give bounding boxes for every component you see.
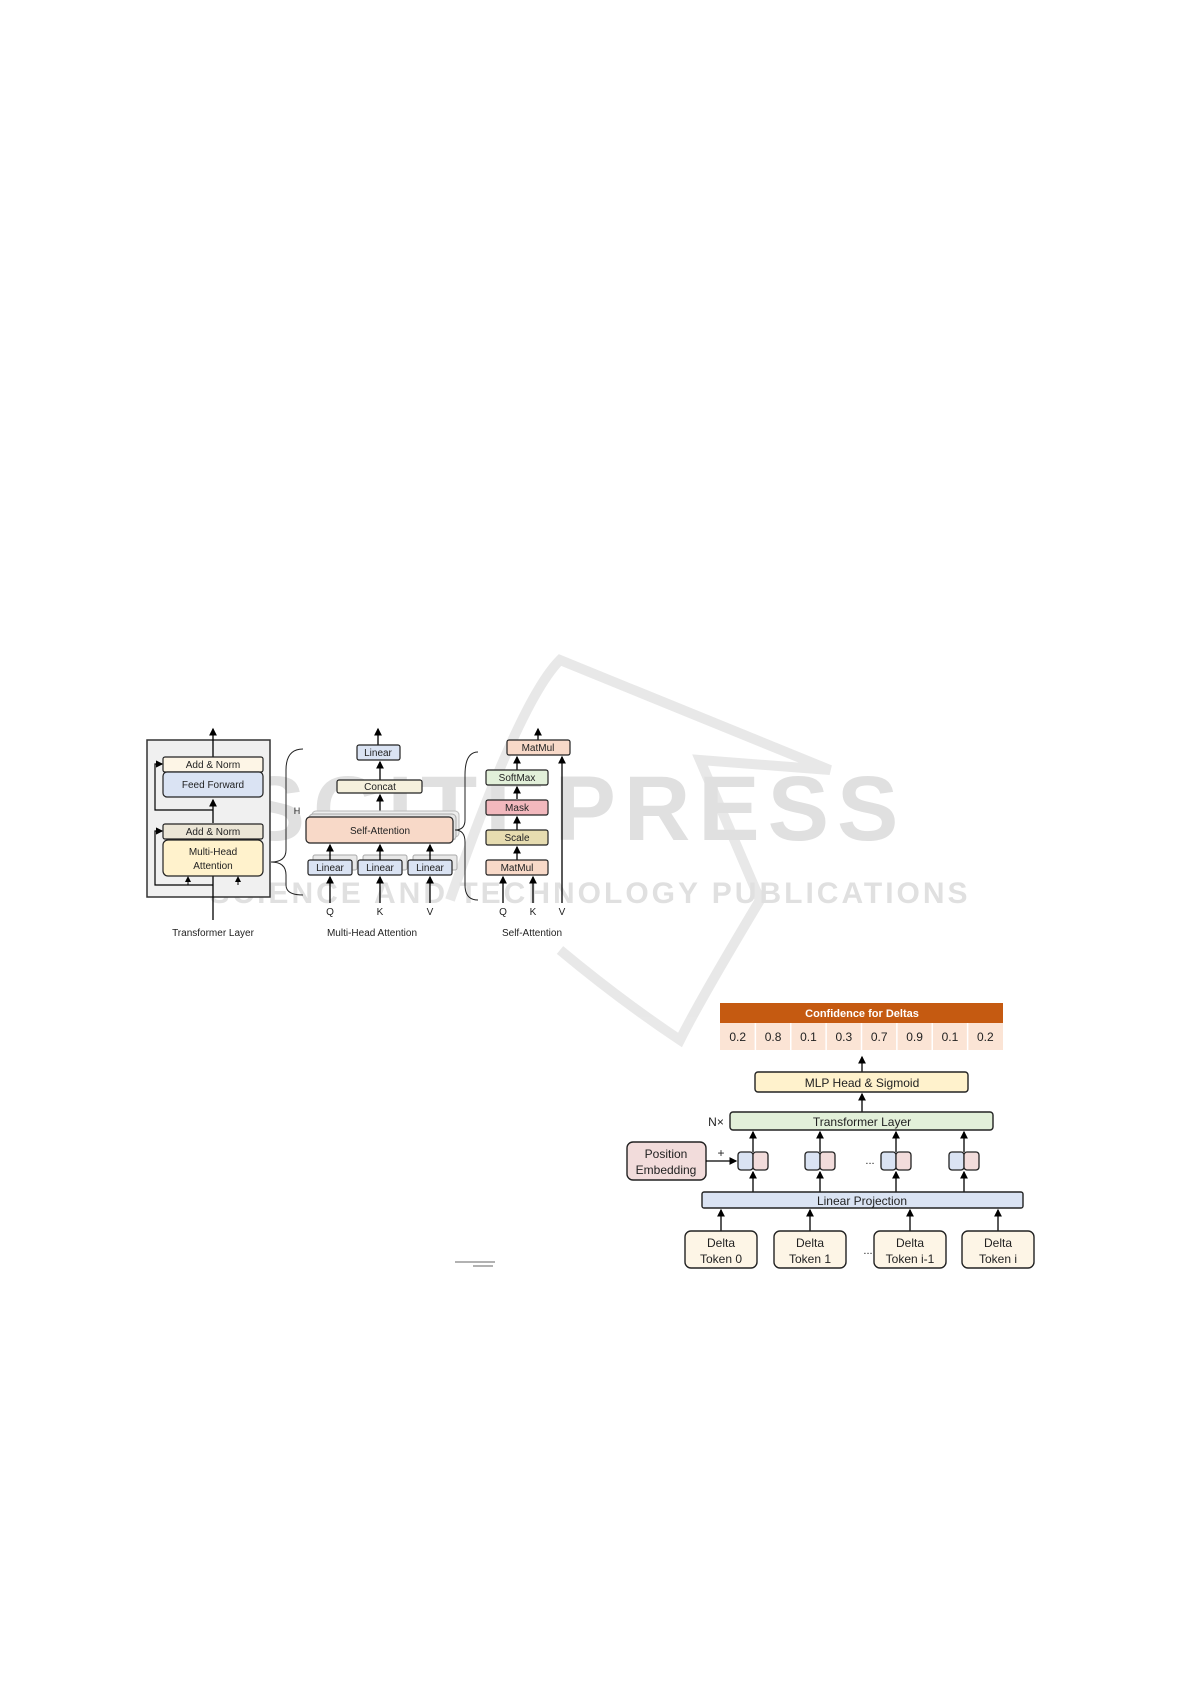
confidence-values: 0.2 0.8 0.1 0.3 0.7 0.9 0.1 0.2 — [729, 1023, 994, 1050]
token-embedding — [737, 1151, 754, 1171]
position-embedding-2: Embedding — [636, 1163, 697, 1177]
confidence-value: 0.3 — [835, 1030, 852, 1044]
mha-linear-k: Linear — [366, 863, 394, 874]
delta-token-line1: Delta — [796, 1236, 824, 1250]
sa-matmul-top: MatMul — [522, 743, 555, 754]
mha-input-q: Q — [326, 907, 334, 918]
confidence-header-bg — [720, 1003, 1003, 1023]
delta-token-line2: Token i — [979, 1252, 1017, 1266]
confidence-value: 0.9 — [906, 1030, 923, 1044]
watermark-subtitle: SCIENCE AND TECHNOLOGY PUBLICATIONS — [209, 877, 970, 910]
position-embedding-part — [752, 1151, 769, 1171]
confidence-value: 0.8 — [765, 1030, 782, 1044]
mlp-head: MLP Head & Sigmoid — [805, 1076, 920, 1090]
mha-label-1: Multi-Head — [189, 847, 237, 858]
brace — [454, 751, 479, 901]
ellipsis: ... — [863, 1245, 872, 1257]
delta-token-line1: Delta — [984, 1236, 1012, 1250]
delta-token-line2: Token 1 — [789, 1252, 831, 1266]
sa-input-q: Q — [499, 907, 507, 918]
sa-softmax: SoftMax — [499, 773, 536, 784]
brace — [270, 748, 304, 896]
token-embedding — [880, 1151, 897, 1171]
heads-label: H — [294, 806, 301, 816]
feed-forward: Feed Forward — [182, 780, 244, 791]
delta-token-line2: Token i-1 — [886, 1252, 935, 1266]
position-embedding-part — [963, 1151, 980, 1171]
mha-linear-v: Linear — [416, 863, 444, 874]
confidence-header: Confidence for Deltas — [805, 1008, 919, 1020]
confidence-value: 0.2 — [729, 1030, 746, 1044]
add-norm-top: Add & Norm — [186, 760, 240, 771]
delta-token-line1: Delta — [896, 1236, 924, 1250]
mha-linear-top: Linear — [364, 748, 392, 759]
mha-input-v: V — [427, 907, 434, 918]
mha-self-attention: Self-Attention — [350, 826, 410, 837]
mha-input-k: K — [377, 907, 384, 918]
sa-input-k: K — [530, 907, 537, 918]
confidence-value: 0.2 — [977, 1030, 994, 1044]
mha-linears: Linear Linear Linear — [307, 854, 458, 876]
confidence-value: 0.1 — [942, 1030, 959, 1044]
confidence-value: 0.1 — [800, 1030, 817, 1044]
confidence-value: 0.7 — [871, 1030, 888, 1044]
plus-sign: + — [717, 1146, 724, 1160]
add-norm-bottom: Add & Norm — [186, 827, 240, 838]
watermark-logo: SCITEPRESS SCIENCE AND TECHNOLOGY PUBLIC… — [209, 654, 970, 1048]
token-embedding — [804, 1151, 821, 1171]
token-embedding — [948, 1151, 965, 1171]
position-embedding-1: Position — [645, 1147, 688, 1161]
sa-input-v: V — [559, 907, 566, 918]
caption-multi-head-attention: Multi-Head Attention — [327, 928, 417, 939]
delta-token-line2: Token 0 — [700, 1252, 742, 1266]
delta-token-line1: Delta — [707, 1236, 735, 1250]
sa-mask: Mask — [505, 803, 530, 814]
repeat-label: N× — [708, 1115, 724, 1129]
ellipsis: ... — [865, 1155, 874, 1167]
embedding-pairs — [737, 1130, 980, 1192]
position-embedding-part — [895, 1151, 912, 1171]
sa-scale: Scale — [504, 833, 529, 844]
caption-self-attention: Self-Attention — [502, 928, 562, 939]
delta-token-box — [684, 1230, 758, 1269]
mha-linear-q: Linear — [316, 863, 344, 874]
caption-transformer-layer: Transformer Layer — [172, 928, 255, 939]
mha-concat: Concat — [364, 782, 396, 793]
delta-token-box — [873, 1230, 947, 1269]
sa-matmul-bottom: MatMul — [501, 863, 534, 874]
delta-token-box — [773, 1230, 847, 1269]
mha-label-2: Attention — [193, 861, 232, 872]
position-embedding-part — [819, 1151, 836, 1171]
watermark-title: SCITEPRESS — [244, 758, 907, 860]
linear-projection: Linear Projection — [817, 1194, 907, 1208]
transformer-layer-diagram: Add & Norm Feed Forward Add & Norm Multi… — [146, 727, 304, 939]
delta-confidence-model-diagram: Confidence for Deltas 0.2 0.8 0.1 0.3 0.7 0.9… — [626, 1003, 1035, 1269]
delta-token-box — [961, 1230, 1035, 1269]
transformer-layer-box: Transformer Layer — [813, 1115, 911, 1129]
multi-head-attention-diagram: Linear Concat Self-Attention H Linear Li… — [294, 727, 479, 939]
self-attention-diagram: MatMul SoftMax Mask Scale MatMul Q K V S… — [485, 727, 571, 939]
